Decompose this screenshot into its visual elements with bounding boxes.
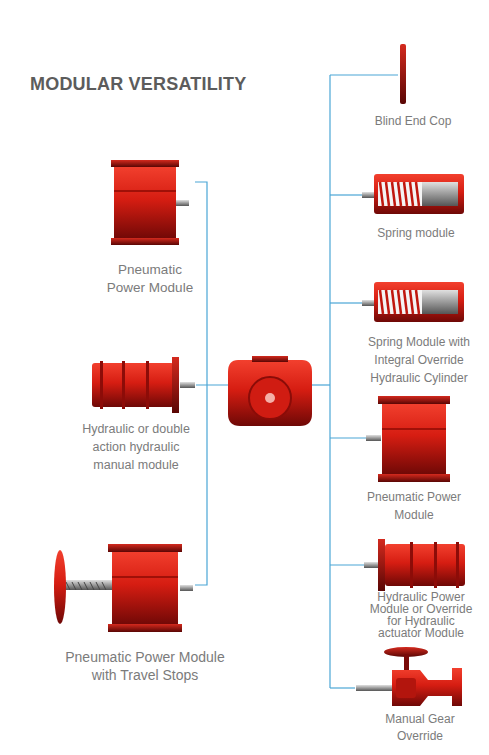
cylinder-body: [112, 550, 178, 626]
module-label: Spring module: [356, 226, 476, 241]
cylinder-body: [382, 403, 446, 475]
cylinder-body: [92, 363, 174, 407]
flange: [378, 474, 450, 482]
branch-line: [330, 74, 398, 75]
travel-stop-module: [54, 544, 193, 632]
hub: [249, 377, 291, 419]
shaft: [356, 685, 394, 691]
rib: [146, 361, 149, 409]
hydraulic-module: [92, 357, 195, 413]
rib: [434, 542, 437, 588]
branch-line: [330, 302, 362, 303]
spring-coil: [380, 290, 419, 314]
module-label: Hydraulic Power Module or Override for H…: [366, 591, 476, 639]
cylinder-body: [114, 166, 176, 240]
label-text: Hydraulic or double action hydraulic man…: [75, 420, 197, 474]
label-text: Spring Module with Integral Override Hyd…: [360, 333, 478, 387]
shaft: [265, 393, 275, 403]
rib: [410, 542, 413, 588]
gearbox: [392, 668, 462, 706]
flange: [378, 539, 385, 591]
right-bracket: [329, 75, 330, 688]
handwheel: [54, 550, 66, 624]
spring-window: [378, 182, 422, 206]
module-label: Spring Module with Integral Override Hyd…: [360, 333, 478, 387]
pneumatic-module: [366, 396, 450, 482]
label-text: Spring module: [356, 226, 476, 241]
housing: [228, 360, 312, 426]
rib: [456, 542, 459, 588]
right-link: [310, 384, 330, 385]
band: [382, 428, 446, 430]
stem: [362, 192, 376, 198]
label-text: Hydraulic Power Module or Override for H…: [366, 591, 476, 639]
spring-coil: [380, 182, 419, 206]
screw-rod: [62, 580, 112, 590]
end-cap: [400, 44, 406, 104]
spring-override-module: [362, 282, 464, 322]
flange: [378, 396, 450, 404]
label-text: Pneumatic Power Module: [100, 261, 200, 297]
flange: [172, 357, 179, 413]
stem: [180, 585, 193, 591]
thread: [66, 582, 106, 590]
wheel-stem: [404, 654, 409, 670]
branch-line: [330, 564, 364, 565]
module-label: Blind End Cop: [353, 114, 473, 129]
stem: [176, 200, 189, 206]
flange: [108, 544, 182, 552]
cylinder-body: [374, 174, 464, 214]
flange: [111, 238, 179, 245]
cylinder-body: [385, 544, 465, 586]
module-label: Pneumatic Power Module: [364, 488, 464, 524]
branch-line: [330, 687, 355, 688]
left-link: [196, 384, 232, 385]
spring-window: [378, 290, 422, 314]
left-bracket: [195, 182, 207, 585]
label-text: Blind End Cop: [353, 114, 473, 129]
module-label: Hydraulic or double action hydraulic man…: [75, 420, 197, 474]
module-label: Manual Gear Override: [375, 711, 465, 745]
module-label: Pneumatic Power Module: [100, 261, 200, 297]
cap-plate: [400, 44, 406, 104]
flange: [108, 624, 182, 632]
stem: [364, 562, 380, 568]
rib: [122, 361, 125, 409]
band: [114, 190, 176, 192]
gear-cover: [396, 678, 416, 698]
module-label: Pneumatic Power Module with Travel Stops: [59, 648, 231, 684]
branch-line: [330, 437, 366, 438]
hydraulic-module: [364, 539, 465, 591]
rib: [100, 361, 103, 409]
band: [112, 576, 178, 578]
label-text: Pneumatic Power Module: [364, 488, 464, 524]
actuator-body: [228, 356, 312, 426]
cylinder-body: [374, 282, 464, 322]
stem: [362, 300, 376, 306]
piston: [422, 290, 458, 314]
diagram-title: MODULAR VERSATILITY: [30, 74, 246, 95]
label-text: Pneumatic Power Module with Travel Stops: [59, 648, 231, 684]
piston: [422, 182, 458, 206]
pneumatic-module: [111, 160, 189, 245]
branch-line: [330, 194, 362, 195]
stem: [366, 435, 381, 441]
label-text: Manual Gear Override: [375, 711, 465, 745]
flange: [111, 160, 179, 167]
spring-module: [362, 174, 464, 214]
bracket-line: [195, 75, 398, 688]
stem: [180, 382, 195, 388]
top-flange: [252, 356, 288, 362]
gear-override: [356, 647, 462, 706]
